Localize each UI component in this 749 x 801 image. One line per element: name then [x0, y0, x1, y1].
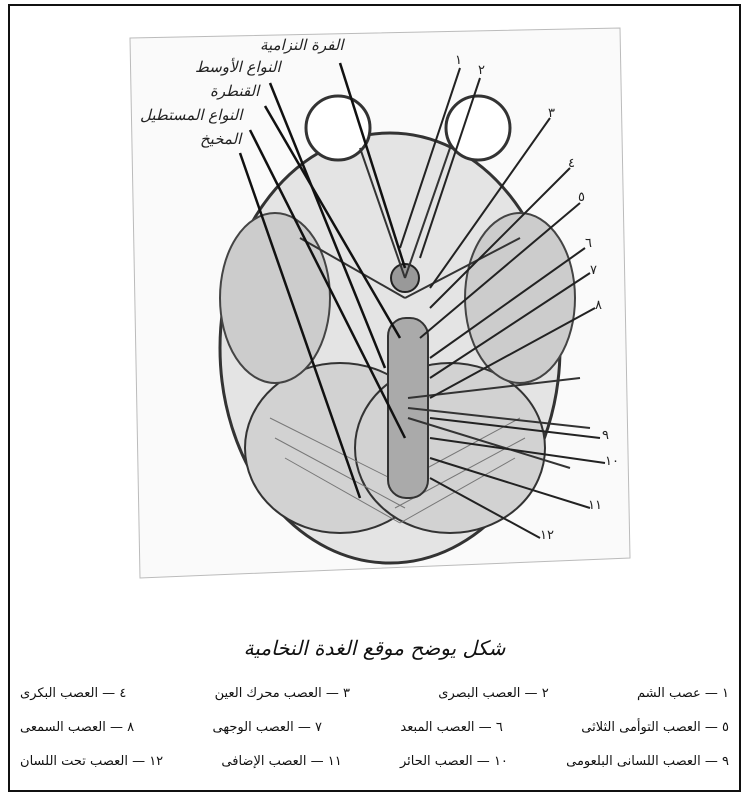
- nerve-legend: ١ — عصب الشم ٢ — العصب البصرى ٣ — العصب …: [20, 676, 729, 778]
- label-pons: القنطرة: [210, 82, 259, 100]
- legend-row-1: ١ — عصب الشم ٢ — العصب البصرى ٣ — العصب …: [20, 676, 729, 710]
- nerve-number-9: ٩: [602, 428, 609, 443]
- legend-item: ١ — عصب الشم: [637, 686, 729, 701]
- nerve-number-1: ١: [455, 53, 462, 68]
- figure-caption: شكل يوضح موقع الغدة النخامية: [0, 636, 749, 660]
- nerve-number-10: ١٠: [605, 454, 619, 469]
- legend-row-2: ٥ — العصب التوأمى الثلاثى ٦ — العصب المب…: [20, 710, 729, 744]
- nerve-number-7: ٧: [590, 263, 597, 278]
- legend-item: ٥ — العصب التوأمى الثلاثى: [581, 720, 729, 735]
- legend-item: ٢ — العصب البصرى: [438, 686, 548, 701]
- legend-item: ١١ — العصب الإضافى: [221, 754, 341, 769]
- legend-item: ٦ — العصب المبعد: [400, 720, 502, 735]
- label-pituitary: الفرة النزامية: [260, 36, 344, 54]
- nerve-number-3: ٣: [548, 106, 555, 121]
- nerve-number-8: ٨: [595, 298, 602, 313]
- nerve-number-4: ٤: [568, 156, 575, 171]
- nerve-number-5: ٥: [578, 190, 585, 205]
- legend-item: ١٠ — العصب الحائر: [400, 754, 508, 769]
- nerve-number-2: ٢: [478, 63, 485, 78]
- label-cerebellum: المخيخ: [200, 130, 241, 148]
- legend-item: ٣ — العصب محرك العين: [215, 686, 350, 701]
- legend-item: ٧ — العصب الوجهى: [213, 720, 322, 735]
- legend-item: ٤ — العصب البكرى: [20, 686, 126, 701]
- nerve-number-11: ١١: [588, 498, 602, 513]
- brain-base-illustration: الفرة النزامية النواع الأوسط القنطرة الن…: [100, 18, 660, 588]
- legend-item: ٩ — العصب اللسانى البلعومى: [566, 754, 729, 769]
- brain-drawing: [100, 18, 660, 588]
- legend-item: ٨ — العصب السمعى: [20, 720, 134, 735]
- legend-item: ١٢ — العصب تحت اللسان: [20, 754, 163, 769]
- nerve-number-12: ١٢: [540, 528, 554, 543]
- nerve-number-6: ٦: [585, 236, 592, 251]
- label-medulla: النواع المستطيل: [140, 106, 242, 124]
- label-midbrain: النواع الأوسط: [195, 58, 281, 76]
- legend-row-3: ٩ — العصب اللسانى البلعومى ١٠ — العصب ال…: [20, 744, 729, 778]
